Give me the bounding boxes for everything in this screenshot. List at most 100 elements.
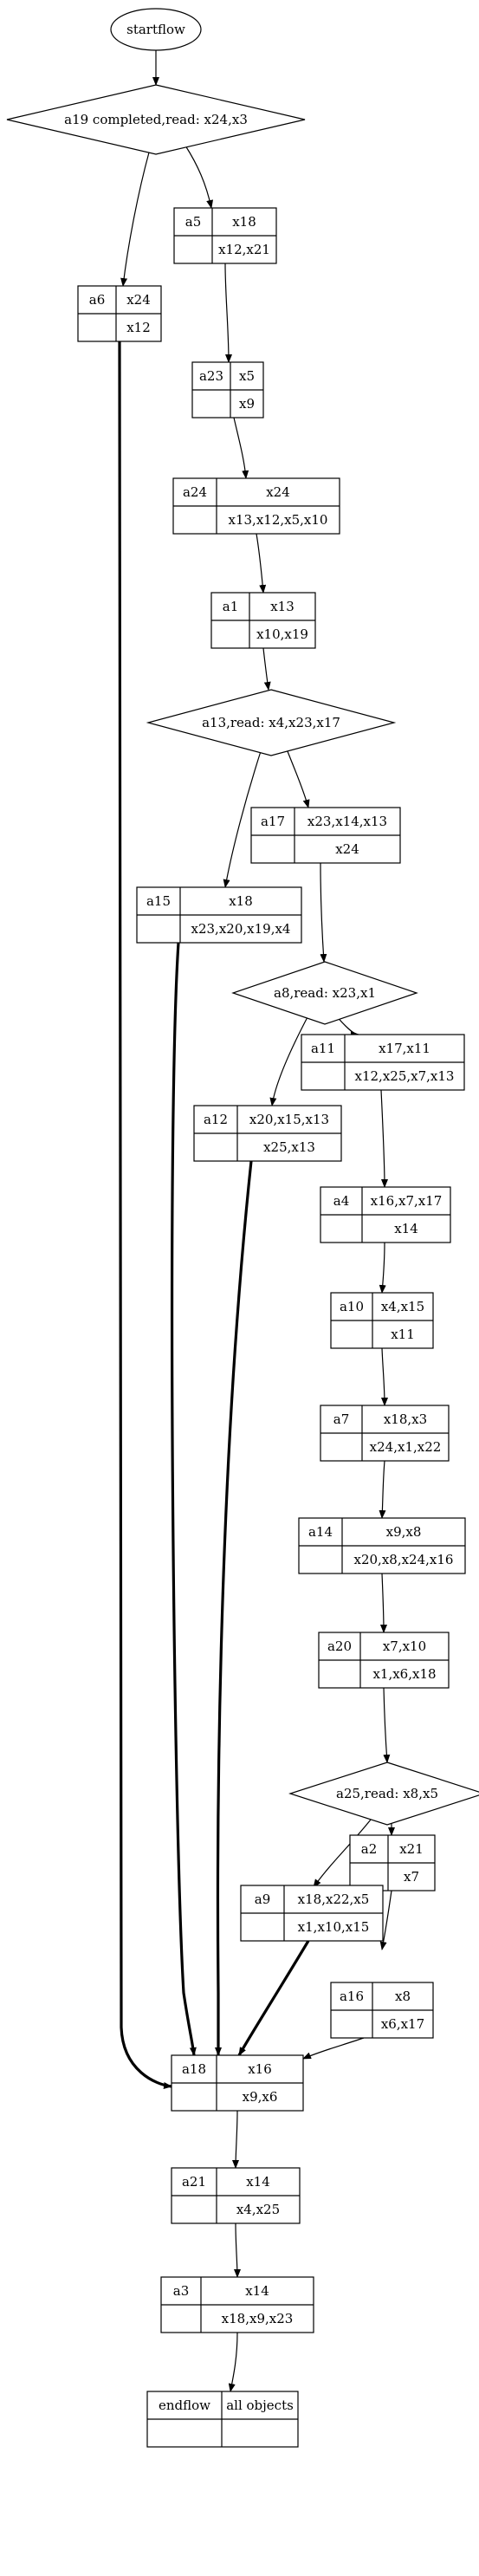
start-node: startflow — [110, 8, 202, 51]
edge-a23-to-a24 — [233, 417, 249, 479]
edge-a15-to-a18 — [170, 942, 197, 2056]
activity-name: a7 — [333, 1411, 350, 1427]
start-ellipse — [110, 8, 202, 51]
activity-bottom-objects: x4,x25 — [236, 2202, 280, 2217]
activity-top-objects: x20,x15,x13 — [249, 1112, 329, 1127]
activity-top-objects: x8 — [395, 1989, 411, 2004]
start-label: startflow — [126, 22, 185, 37]
decision-d8: a8,read: x23,x1 — [231, 961, 418, 1025]
activity-top-objects: x18,x3 — [384, 1411, 427, 1427]
activity-top-objects: x23,x14,x13 — [307, 814, 387, 829]
activity-name: a23 — [199, 368, 223, 384]
activity-name: a9 — [255, 1891, 271, 1907]
edge-a17-to-d8 — [320, 862, 327, 963]
activity-top-objects: x18 — [232, 214, 256, 230]
edge-d19-to-a6 — [120, 152, 150, 287]
activity-name: a3 — [173, 2283, 190, 2299]
activity-bottom-objects: x24 — [335, 841, 359, 857]
decision-diamond — [6, 84, 306, 155]
edge-a18-to-a21 — [232, 2110, 240, 2169]
edge-a21-to-a3 — [233, 2222, 241, 2278]
end-label: endflow — [159, 2398, 210, 2413]
edge-a6-to-a18 — [118, 341, 172, 2089]
activity-a17: a17 x23,x14,x13 x24 — [250, 807, 401, 864]
activity-bottom-objects: x7 — [404, 1869, 419, 1885]
edge-a4-to-a10 — [379, 1242, 386, 1294]
edge-d8-to-a12 — [269, 1015, 309, 1106]
activity-top-objects: x9,x8 — [386, 1524, 422, 1540]
edge-a3-to-end — [228, 2332, 238, 2392]
decision-diamond — [146, 689, 397, 756]
activity-name: a6 — [89, 292, 106, 308]
activity-top-objects: x4,x15 — [381, 1299, 424, 1314]
end-objects-label: all objects — [226, 2398, 294, 2413]
activity-name: a15 — [146, 893, 171, 909]
activity-bottom-objects: x6,x17 — [381, 2016, 424, 2032]
activity-bottom-objects: x12,x21 — [218, 242, 270, 257]
activity-a18: a18 x16 x9,x6 — [171, 2054, 304, 2112]
activity-a3: a3 x14 x18,x9,x23 — [160, 2276, 314, 2333]
activity-top-objects: x14 — [246, 2174, 270, 2190]
edge-a7-to-a14 — [379, 1460, 386, 1519]
activity-bottom-objects: x10,x19 — [256, 626, 308, 642]
edge-a1-to-d13 — [262, 647, 271, 691]
edge-d13-to-a15 — [223, 748, 262, 888]
activity-bottom-objects: x9,x6 — [243, 2089, 278, 2105]
activity-name: a4 — [333, 1193, 350, 1209]
activity-a11: a11 x17,x11 x12,x25,x7,x13 — [301, 1034, 465, 1091]
decision-label: a13,read: x4,x23,x17 — [202, 715, 340, 730]
edge-d25-to-a9 — [313, 1819, 372, 1888]
activity-top-objects: x14 — [245, 2283, 269, 2299]
activity-top-objects: x17,x11 — [379, 1041, 430, 1056]
edge-a9-to-a18 — [237, 1940, 310, 2056]
activity-bottom-objects: x25,x13 — [263, 1139, 315, 1155]
activity-top-objects: x18,x22,x5 — [298, 1891, 370, 1907]
activity-a20: a20 x7,x10 x1,x6,x18 — [318, 1632, 450, 1689]
activity-top-objects: x18 — [229, 893, 253, 909]
activity-name: a14 — [308, 1524, 333, 1540]
activity-bottom-objects: x18,x9,x23 — [222, 2311, 294, 2326]
activity-name: a17 — [261, 814, 285, 829]
activity-name: a11 — [311, 1041, 335, 1056]
edge-a10-to-a7 — [380, 1347, 388, 1406]
edge-a24-to-a1 — [256, 533, 267, 594]
activity-name: a24 — [183, 484, 207, 500]
edges-layer — [118, 50, 395, 2392]
activity-bottom-objects: x12,x25,x7,x13 — [355, 1068, 455, 1084]
edge-a11-to-a4 — [380, 1089, 388, 1188]
activity-bottom-objects: x1,x6,x18 — [372, 1666, 436, 1682]
activity-name: a18 — [182, 2061, 206, 2077]
activity-top-objects: x7,x10 — [383, 1638, 426, 1654]
activity-a14: a14 x9,x8 x20,x8,x24,x16 — [298, 1517, 466, 1574]
decision-label: a8,read: x23,x1 — [274, 985, 376, 1001]
activity-name: a1 — [223, 599, 239, 614]
activity-top-objects: x16,x7,x17 — [371, 1193, 443, 1209]
edge-a5-to-a23 — [224, 263, 232, 363]
activity-a1: a1 x13 x10,x19 — [210, 592, 316, 649]
activity-bottom-objects: x9 — [239, 396, 255, 412]
activity-name: a20 — [327, 1638, 352, 1654]
activity-name: a21 — [182, 2174, 206, 2190]
activity-name: a12 — [204, 1112, 228, 1127]
activity-top-objects: x24 — [126, 292, 151, 308]
activity-bottom-objects: x14 — [394, 1221, 418, 1236]
activity-name: a10 — [340, 1299, 364, 1314]
activity-a12: a12 x20,x15,x13 x25,x13 — [193, 1105, 342, 1162]
activity-bottom-objects: x20,x8,x24,x16 — [354, 1552, 454, 1567]
activity-top-objects: x13 — [270, 599, 295, 614]
activity-top-objects: x16 — [248, 2061, 272, 2077]
edge-a2-to-a16 — [379, 1890, 392, 1950]
edge-a16-to-a18 — [302, 2037, 365, 2060]
activity-a21: a21 x14 x4,x25 — [171, 2167, 301, 2224]
